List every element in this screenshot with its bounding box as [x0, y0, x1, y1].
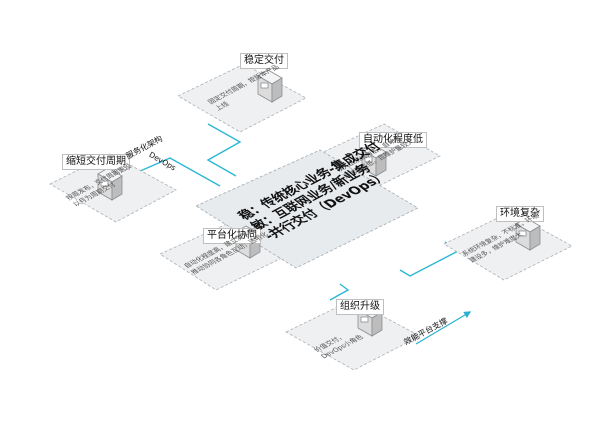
- connector-shorten: [137, 157, 221, 187]
- environment-title: 环境复杂: [496, 206, 544, 222]
- shorten-title: 缩短交付周期: [62, 154, 130, 170]
- automation-title: 自动化程度低: [359, 132, 427, 148]
- shorten-box-icon: [97, 167, 123, 201]
- platform-title: 平台化协同: [203, 228, 261, 244]
- environment-box-icon: [515, 217, 541, 251]
- connector-org: [329, 283, 350, 301]
- stable-title: 稳定交付: [240, 53, 288, 69]
- platform-arrow: [415, 311, 472, 345]
- connector-stable: [206, 123, 242, 177]
- org-plate: [285, 299, 421, 371]
- org-title: 组织升级: [336, 299, 384, 315]
- stable-box-icon: [257, 69, 283, 103]
